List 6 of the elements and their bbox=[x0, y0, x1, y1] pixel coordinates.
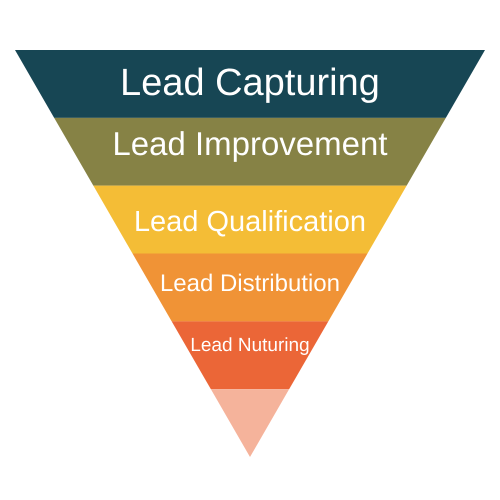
funnel-band: Lead Improvement bbox=[54, 118, 446, 186]
funnel-band: Lead Capturing bbox=[15, 50, 485, 118]
funnel-band: Lead Qualification bbox=[93, 186, 407, 254]
funnel-tip bbox=[210, 389, 290, 457]
funnel-band: Lead Nuturing bbox=[172, 321, 328, 390]
funnel-band: Lead Distribution bbox=[132, 254, 368, 322]
